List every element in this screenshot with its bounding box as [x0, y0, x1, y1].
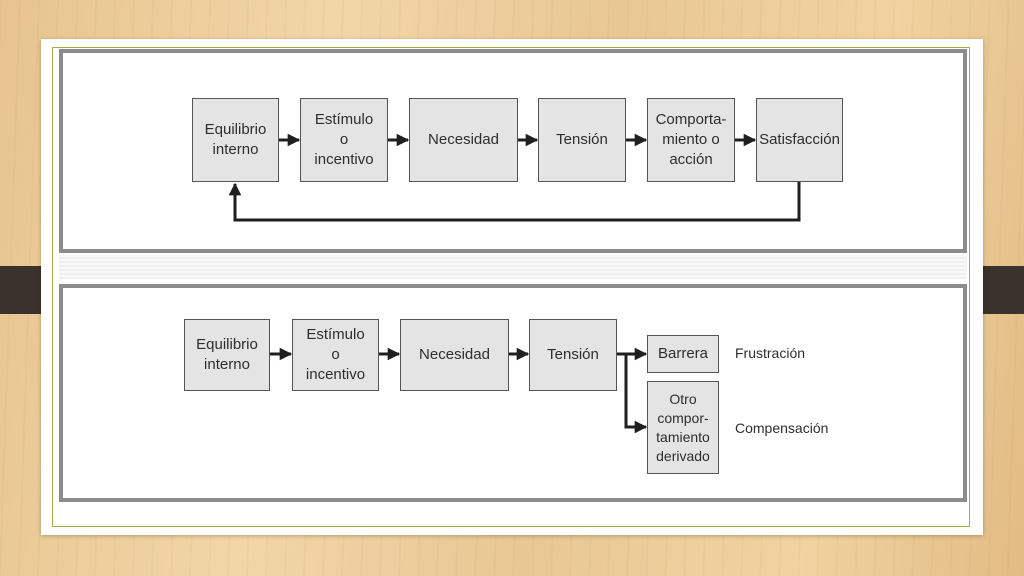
bottom-box-otro-comportamiento: Otro compor- tamiento derivado: [647, 381, 719, 474]
panel-divider-band: [59, 255, 967, 279]
top-feedback-arrow: [228, 182, 801, 222]
bottom-box-barrera: Barrera: [647, 335, 719, 373]
bottom-box-estimulo: Estímulo o incentivo: [292, 319, 379, 391]
top-box-equilibrio-interno: Equilibrio interno: [192, 98, 279, 182]
slide-frame: [52, 47, 970, 527]
top-box-tension: Tensión: [538, 98, 626, 182]
bottom-box-necesidad: Necesidad: [400, 319, 509, 391]
label-compensacion: Compensación: [735, 420, 829, 436]
bottom-arrow-compensacion: [624, 354, 648, 434]
top-box-comportamiento: Comporta- miento o acción: [647, 98, 735, 182]
bottom-box-equilibrio-interno: Equilibrio interno: [184, 319, 270, 391]
top-box-satisfaccion: Satisfacción: [756, 98, 843, 182]
top-box-estimulo: Estímulo o incentivo: [300, 98, 388, 182]
top-box-necesidad: Necesidad: [409, 98, 518, 182]
bottom-box-tension: Tensión: [529, 319, 617, 391]
label-frustracion: Frustración: [735, 345, 806, 361]
